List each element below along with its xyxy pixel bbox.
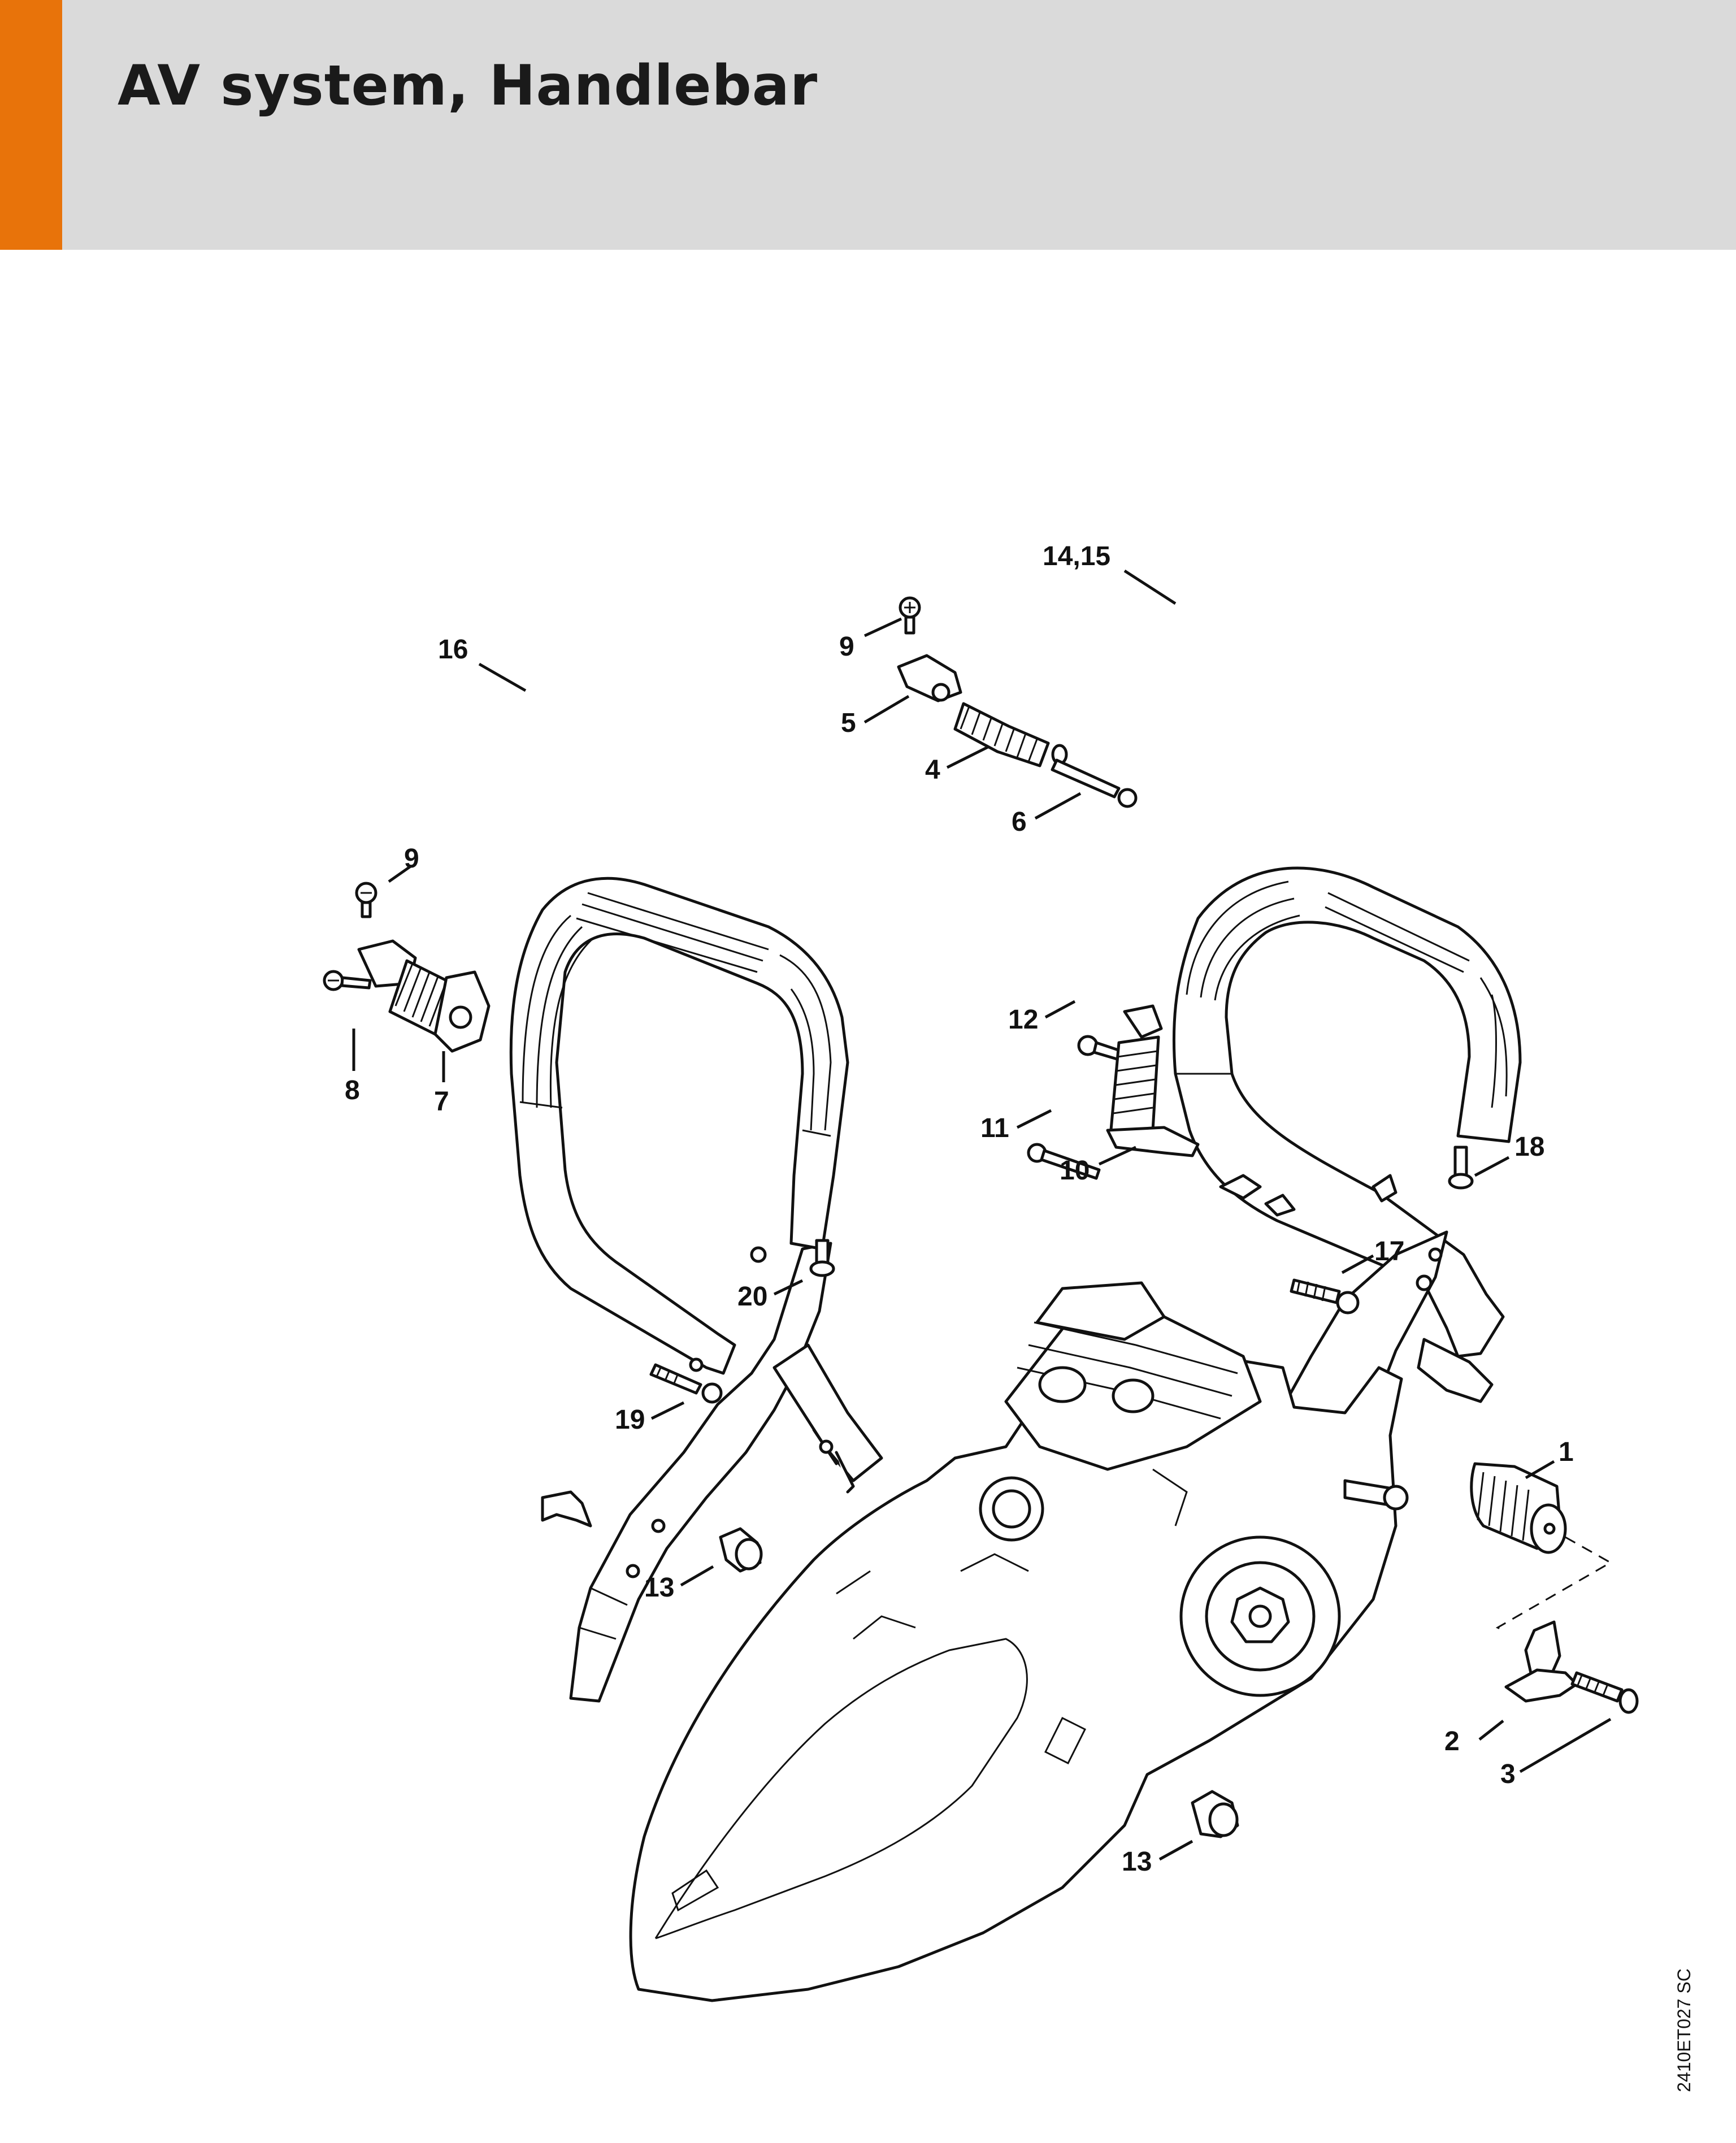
callout-1: 1 xyxy=(1559,1437,1574,1467)
pin-6 xyxy=(1051,758,1138,808)
assembly-line xyxy=(1495,1536,1613,1632)
screw-9-top xyxy=(899,596,921,635)
callout-16: 16 xyxy=(438,635,468,665)
callout-2: 2 xyxy=(1444,1726,1460,1756)
av-element-7 xyxy=(357,939,491,1053)
accent-stripe xyxy=(0,0,62,250)
chainsaw-body xyxy=(629,1281,1409,2002)
callout-9a: 9 xyxy=(839,632,854,662)
callout-3: 3 xyxy=(1500,1759,1516,1789)
callout-4: 4 xyxy=(925,755,940,785)
screw-3 xyxy=(1570,1671,1639,1714)
callout-8: 8 xyxy=(345,1075,360,1105)
plug-13-lower xyxy=(1191,1790,1239,1838)
leader-lines xyxy=(352,569,1612,1861)
callout-5: 5 xyxy=(841,708,856,738)
callout-17: 17 xyxy=(1374,1237,1404,1266)
plug-13-upper xyxy=(719,1527,763,1573)
spring-4 xyxy=(953,702,1068,767)
screw-8 xyxy=(323,970,372,991)
screw-19 xyxy=(649,1363,723,1404)
callout-20: 20 xyxy=(737,1282,767,1312)
callout-13a: 13 xyxy=(644,1573,674,1603)
callout-12: 12 xyxy=(1008,1005,1038,1035)
callout-13b: 13 xyxy=(1122,1847,1152,1877)
screw-17 xyxy=(1290,1278,1360,1315)
callout-7: 7 xyxy=(434,1087,449,1117)
callout-labels: 14,15 16 9 5 4 6 9 8 7 12 11 10 18 17 20… xyxy=(345,541,1574,1877)
callout-6: 6 xyxy=(1012,807,1027,837)
stop-2 xyxy=(1504,1620,1578,1703)
callout-10: 10 xyxy=(1060,1156,1090,1186)
callout-9b: 9 xyxy=(404,844,419,874)
screw-18 xyxy=(1448,1146,1474,1190)
av-spring-1 xyxy=(1470,1462,1567,1554)
screw-11 xyxy=(1027,1143,1101,1180)
callout-19: 19 xyxy=(615,1405,645,1435)
callout-18: 18 xyxy=(1514,1132,1544,1162)
handlebar-16 xyxy=(509,877,883,1703)
screw-9-left xyxy=(355,882,377,918)
damper-end-5 xyxy=(897,654,962,702)
screw-20 xyxy=(809,1239,835,1277)
parts-diagram: 14,15 16 9 5 4 6 9 8 7 12 11 10 18 17 20… xyxy=(323,541,1639,2002)
callout-11: 11 xyxy=(980,1113,1009,1143)
page-title: AV system, Handlebar xyxy=(118,54,818,118)
callout-14-15: 14,15 xyxy=(1043,541,1110,571)
header-bar xyxy=(0,0,1736,250)
drawing-code: 2410ET027 SC xyxy=(1674,1968,1694,2092)
screw-12 xyxy=(1077,1035,1123,1061)
